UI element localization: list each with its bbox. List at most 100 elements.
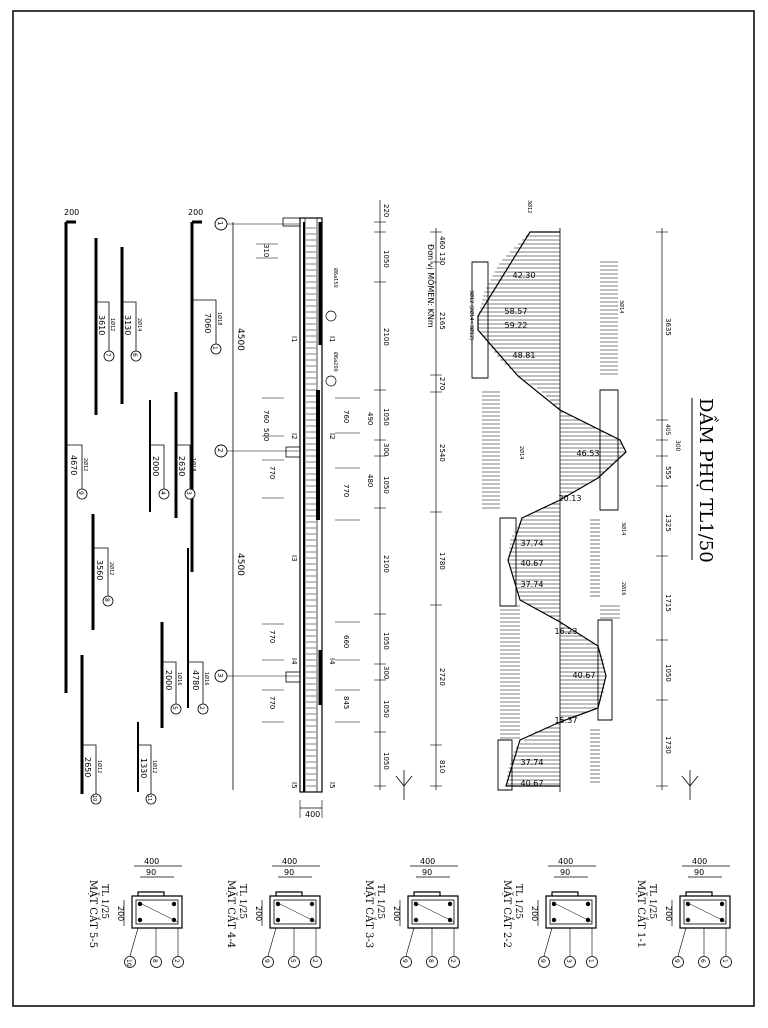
section-depth: 200 <box>116 906 125 921</box>
section-marker-label: 1 <box>587 959 594 963</box>
section-marker <box>400 956 412 968</box>
section-marker-label: 2 <box>449 959 456 963</box>
support-dim: 660 <box>342 635 350 648</box>
rebar-number: 5 <box>171 706 178 710</box>
rebar-note: 1Ø16 <box>176 672 183 685</box>
rebar-number: 4 <box>159 491 166 495</box>
support-dim: 310 <box>262 244 270 257</box>
section-flange: 90 <box>284 868 294 877</box>
section-outline <box>269 891 321 929</box>
section-marker <box>564 956 576 968</box>
rebar-number: 1 <box>211 346 218 350</box>
rebar-length: 3560 <box>95 560 104 580</box>
section-marker <box>448 956 460 968</box>
moment-value: 40.67 <box>521 559 544 568</box>
section-width: 400 <box>282 857 297 866</box>
section-scale: TL 1/25 <box>647 884 657 919</box>
section-flange: 90 <box>694 868 704 877</box>
cap-note: 3Ø12 (2Ø14+3Ø12) <box>468 290 475 340</box>
section-marker <box>720 956 732 968</box>
beam-dim: 300 <box>382 443 390 456</box>
rebar-number: 10 <box>91 795 97 801</box>
section-marker <box>698 956 710 968</box>
rebar-number: 3 <box>185 491 192 495</box>
beam-dim: 1050 <box>382 408 390 426</box>
moment-value: 40.67 <box>521 779 544 788</box>
moment-value: 46.53 <box>577 449 600 458</box>
span-label: I2 <box>290 433 298 440</box>
section-marker <box>124 956 136 968</box>
moment-span: 405 <box>664 424 671 436</box>
axis-span: 4500 <box>235 553 245 576</box>
section-depth: 200 <box>664 906 673 921</box>
span-label: I1 <box>328 336 336 343</box>
section-marker-label: 2 <box>173 959 180 963</box>
section-outline <box>679 891 731 929</box>
section-width: 400 <box>144 857 159 866</box>
moment-value: 37.74 <box>521 539 544 548</box>
support-dim: 770 <box>342 484 350 497</box>
support-dim: 760 <box>342 410 350 423</box>
cut-dim: 460 <box>438 236 446 249</box>
rebar-note: 1Ø12 <box>109 318 116 331</box>
drawing-title: DẦM PHỤ TL1/50 <box>695 398 720 563</box>
cut-dim: 1780 <box>438 552 446 570</box>
beam-outline <box>299 217 323 793</box>
rebar-length: 2650 <box>83 757 92 777</box>
beam-dim: 1050 <box>382 700 390 718</box>
moment-value: 37.74 <box>521 580 544 589</box>
span-label: I2 <box>328 433 336 440</box>
moment-value: 58.57 <box>505 307 528 316</box>
axis-label: 3 <box>216 673 224 677</box>
beam-dim: 2100 <box>382 555 390 573</box>
rebar-dot <box>171 901 177 907</box>
section-flange: 90 <box>422 868 432 877</box>
moment-unit-label: Đơn vị MÔMEN: KNm <box>425 244 437 328</box>
axis-span: 4500 <box>235 328 245 351</box>
section-marker-label: 1 <box>721 959 728 963</box>
rebar-dot <box>413 917 419 923</box>
axis-marker <box>214 217 228 231</box>
rebar-dot <box>685 917 691 923</box>
rebar-number: 8 <box>103 598 110 602</box>
cap-note: 3Ø12 <box>526 200 533 213</box>
section-marker-label: 5 <box>289 959 296 963</box>
cut-dim: 2165 <box>438 312 446 330</box>
section-marker-label: 9 <box>401 959 408 963</box>
section-marker <box>310 956 322 968</box>
rebar-note: 2Ø12 <box>82 458 89 471</box>
support-dim: 770 <box>268 630 276 643</box>
section-scale: TL 1/25 <box>375 884 385 919</box>
rebar-dot <box>447 901 453 907</box>
rebar-dot <box>551 901 557 907</box>
section-scale: TL 1/25 <box>513 884 523 919</box>
section-title: MẶT CẮT 4-4 <box>225 880 238 948</box>
rebar-number: 6 <box>131 353 138 357</box>
moment-value: 59.22 <box>505 321 528 330</box>
rebar-length: 1330 <box>139 758 148 778</box>
support-dim: 770 <box>268 466 276 479</box>
rebar-dot <box>275 901 281 907</box>
cap-note: 3Ø14 <box>620 522 627 535</box>
rebar-schedule: 200 200 9 4670 2Ø <box>64 208 223 805</box>
section-depth: 200 <box>530 906 539 921</box>
section-marker <box>586 956 598 968</box>
cap-note: 3Ø14 <box>618 300 625 313</box>
rebar-note: 2Ø14 <box>136 318 143 331</box>
rebar-note: 1Ø12 <box>151 760 158 773</box>
cut-dim: 2540 <box>438 444 446 462</box>
section-outline <box>131 891 183 929</box>
beam-dim: 1050 <box>382 632 390 650</box>
moment-value: 48.81 <box>513 351 536 360</box>
section-flange: 90 <box>146 868 156 877</box>
section-width: 400 <box>692 857 707 866</box>
stirrup-label: Ø6a200 <box>332 352 339 372</box>
moment-value: 16.23 <box>555 627 578 636</box>
section-marker <box>288 956 300 968</box>
span-label: I3 <box>290 555 298 562</box>
